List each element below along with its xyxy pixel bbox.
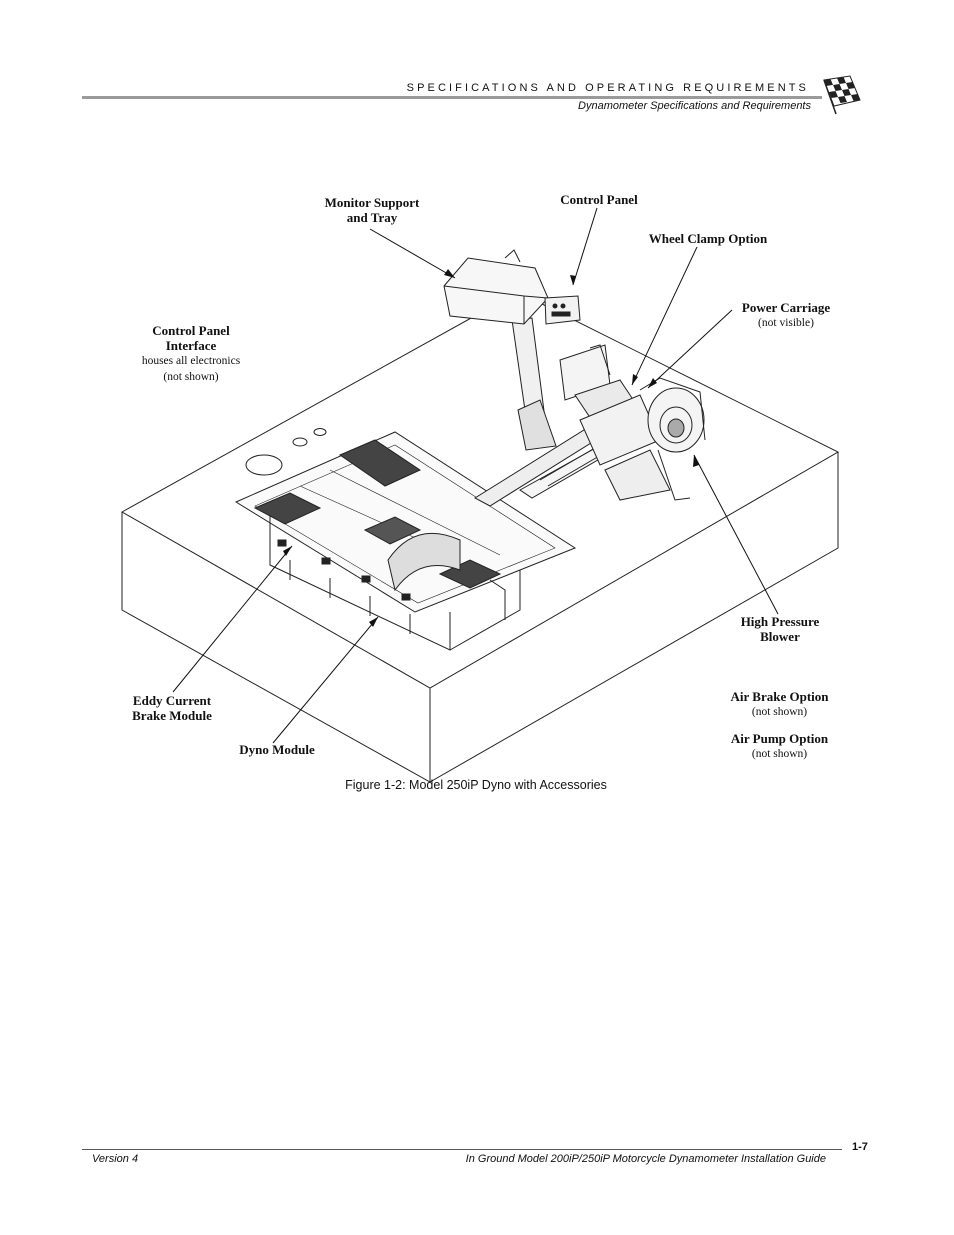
label-air-brake: Air Brake Option (not shown) bbox=[730, 689, 829, 718]
label-high-pressure-blower: High Pressure Blower bbox=[740, 614, 820, 644]
floor-slab-right bbox=[429, 452, 839, 783]
figure-caption: Figure 1-2: Model 250iP Dyno with Access… bbox=[345, 778, 607, 792]
footer-version: Version 4 bbox=[92, 1153, 139, 1165]
footer-rule bbox=[82, 1149, 842, 1150]
page-number: 1-7 bbox=[852, 1141, 868, 1153]
monitor-tray bbox=[443, 257, 549, 325]
label-wheel-clamp: Wheel Clamp Option bbox=[648, 231, 768, 246]
section-title: SPECIFICATIONS AND OPERATING REQUIREMENT… bbox=[406, 82, 809, 94]
dyno-illustration bbox=[120, 207, 840, 783]
label-control-panel: Control Panel bbox=[560, 192, 638, 207]
checkered-flag-icon bbox=[823, 75, 861, 115]
header-rule bbox=[82, 96, 822, 99]
label-monitor-support: Monitor Support and Tray bbox=[324, 195, 420, 225]
label-power-carriage: Power Carriage (not visible) bbox=[741, 300, 831, 329]
section-subtitle: Dynamometer Specifications and Requireme… bbox=[578, 100, 811, 112]
floor-slab-left bbox=[121, 512, 431, 783]
footer-guide-title: In Ground Model 200iP/250iP Motorcycle D… bbox=[465, 1153, 826, 1165]
label-dyno-module: Dyno Module bbox=[239, 742, 315, 757]
dyno-frame bbox=[269, 515, 451, 651]
label-control-panel-interface: Control Panel Interface houses all elect… bbox=[141, 323, 241, 383]
label-air-pump: Air Pump Option (not shown) bbox=[730, 731, 829, 760]
label-eddy-current: Eddy Current Brake Module bbox=[132, 693, 212, 723]
control-panel-box bbox=[544, 295, 581, 325]
